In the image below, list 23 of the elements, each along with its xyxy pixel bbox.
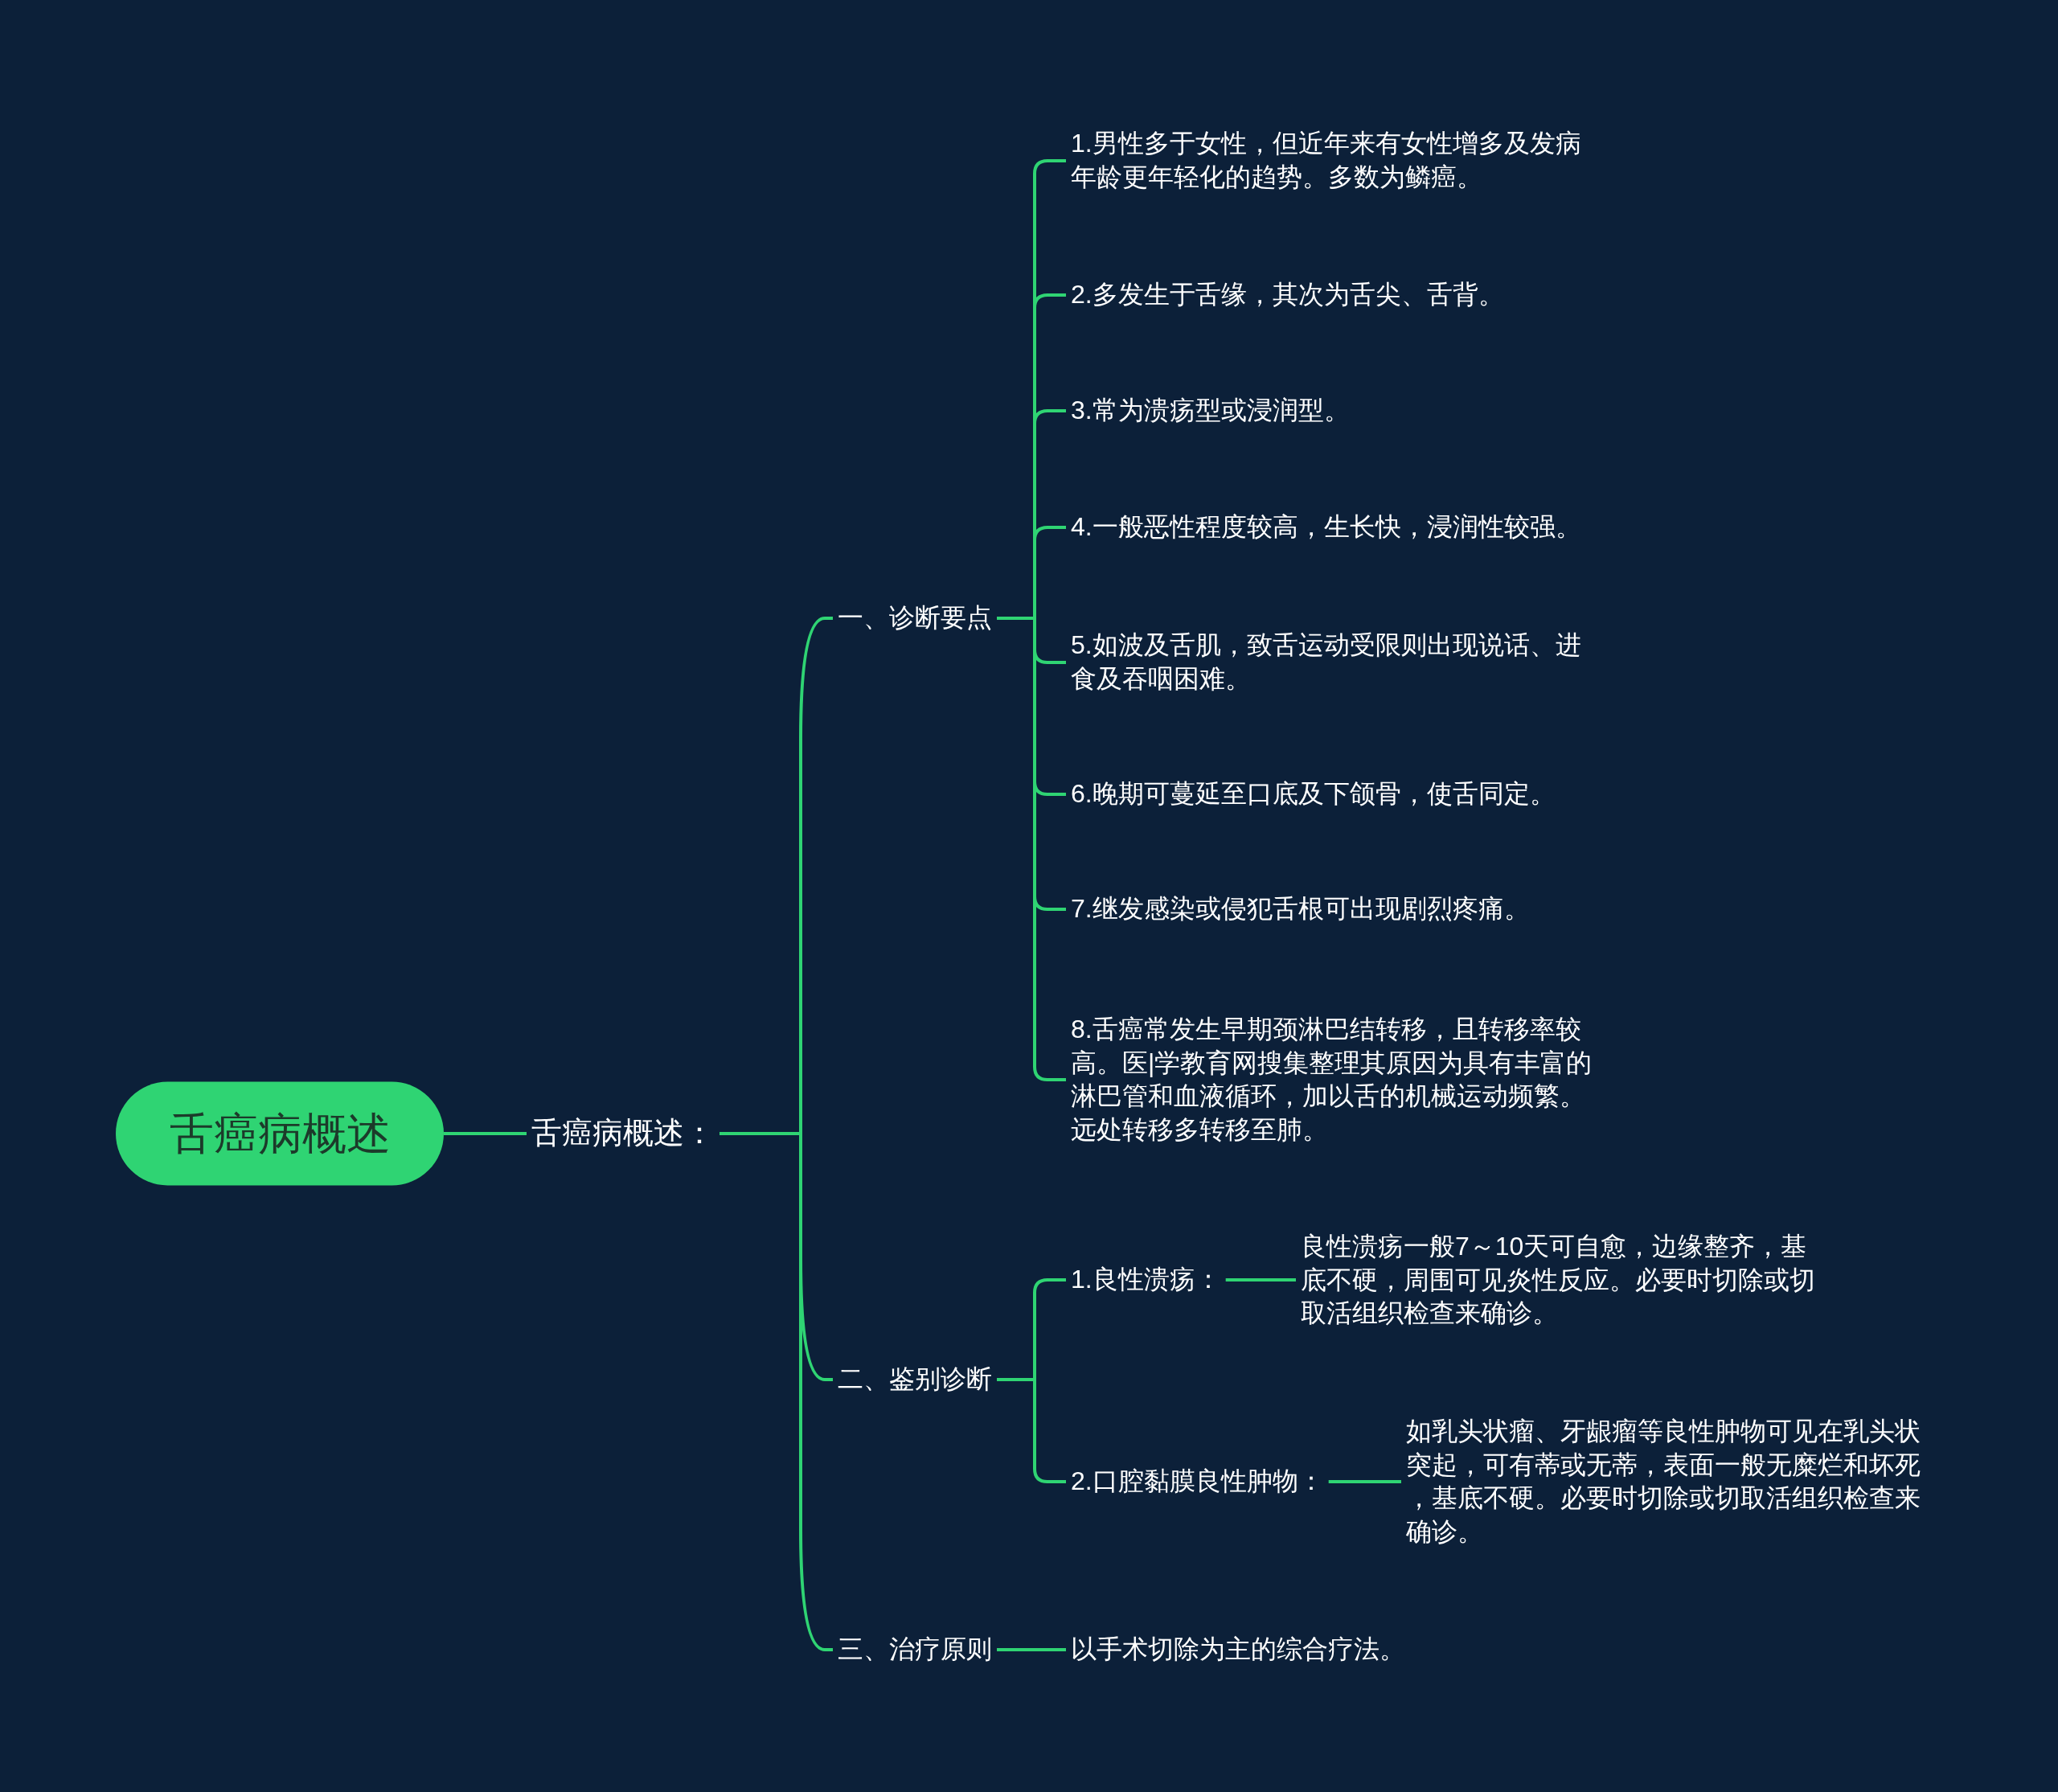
connector-line <box>997 1648 1066 1651</box>
topic-text: 二、鉴别诊断 <box>833 1360 997 1399</box>
connector-line <box>444 1132 527 1135</box>
topic-text: 三、治疗原则 <box>833 1630 997 1669</box>
topic-text: 8.舌癌常发生早期颈淋巴结转移，且转移率较高。医|学教育网搜集整理其原因为具有丰富的淋巴管和血液循环，加以舌的机械运动频繁。远处转移多转移至肺。 <box>1066 1010 1606 1150</box>
connector-line <box>719 1132 833 1651</box>
topic-text: 舌癌病概述： <box>527 1111 719 1156</box>
topic-text: 如乳头状瘤、牙龈瘤等良性肿物可见在乳头状突起，可有蒂或无蒂，表面一般无糜烂和坏死，基底不硬。必要时切除或切取活组织检查来确诊。 <box>1401 1412 1941 1552</box>
topic-text: 5.如波及舌肌，致舌运动受限则出现说话、进食及吞咽困难。 <box>1066 626 1606 699</box>
topic-text: 2.口腔黏膜良性肿物： <box>1066 1462 1329 1501</box>
connector-line <box>1225 1278 1296 1281</box>
topic-text: 2.多发生于舌缘，其次为舌尖、舌背。 <box>1066 276 1509 314</box>
central-topic: 舌癌病概述 <box>116 1081 444 1186</box>
topic-text: 1.良性溃疡： <box>1066 1261 1226 1299</box>
connector-line <box>1328 1480 1401 1483</box>
topic-text: 一、诊断要点 <box>833 599 997 638</box>
topic-text: 以手术切除为主的综合疗法。 <box>1066 1630 1410 1669</box>
topic-text: 4.一般恶性程度较高，生长快，浸润性较强。 <box>1066 508 1586 547</box>
topic-text: 6.晚期可蔓延至口底及下颌骨，使舌同定。 <box>1066 775 1560 814</box>
topic-text: 7.继发感染或侵犯舌根可出现剧烈疼痛。 <box>1066 890 1535 929</box>
topic-text: 良性溃疡一般7～10天可自愈，边缘整齐，基底不硬，周围可见炎性反应。必要时切除或切取活组织检查来确诊。 <box>1296 1227 1836 1333</box>
topic-text: 3.常为溃疡型或浸润型。 <box>1066 392 1355 430</box>
topic-text: 1.男性多于女性，但近年来有女性增多及发病年龄更年轻化的趋势。多数为鳞癌。 <box>1066 125 1606 197</box>
